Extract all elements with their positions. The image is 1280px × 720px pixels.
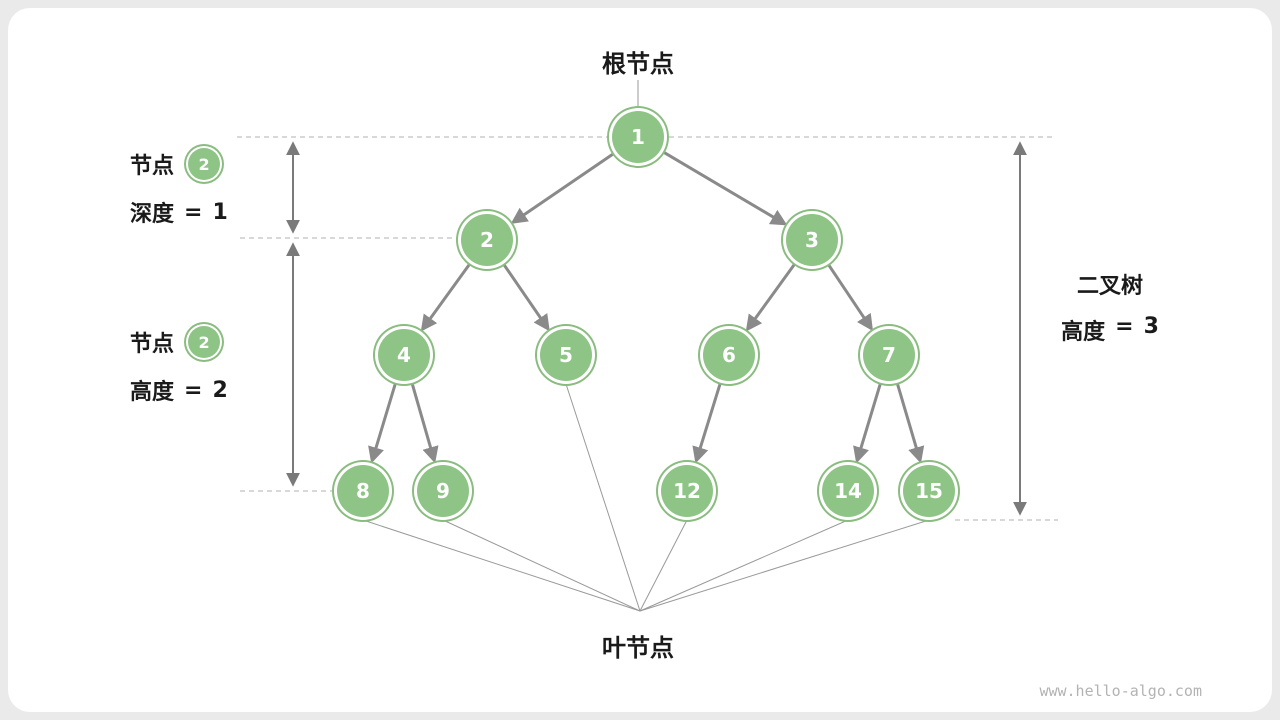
tree-node-15-label: 15 [915,479,943,503]
depth-annotation-badge-value: 2 [198,154,210,174]
height-annotation-label: 高度 [130,380,175,405]
height-annotation-equals: = [184,377,203,403]
tree-node-14-label: 14 [834,479,862,503]
height-annotation-prefix: 节点 [130,332,175,357]
tree-node-8: 8 [337,465,389,517]
tree-node-3-label: 3 [805,228,819,252]
tree-node-7-label: 7 [882,343,896,367]
tree-height-annotation-value: 3 [1143,314,1159,339]
tree-height-annotation: 二叉树 高度 = 3 [1040,268,1180,346]
tree-node-6-label: 6 [722,343,736,367]
height-annotation-node-badge: 2 [188,326,221,358]
tree-node-8-label: 8 [356,479,370,503]
depth-annotation-label: 深度 [130,202,175,227]
tree-node-6: 6 [703,329,755,381]
tree-node-5-label: 5 [559,343,573,367]
tree-node-9: 9 [417,465,469,517]
height-annotation-value: 2 [212,377,228,403]
tree-height-annotation-label: 高度 [1061,320,1106,345]
tree-node-1: 1 [612,111,664,163]
height-annotation-badge-value: 2 [198,332,210,352]
tree-height-annotation-title: 二叉树 [1076,274,1143,299]
tree-node-9-label: 9 [436,479,450,503]
depth-annotation: 节点 2 深度 = 1 [130,148,228,228]
tree-node-12-label: 12 [673,479,701,503]
depth-annotation-value: 1 [212,199,228,225]
tree-node-4-label: 4 [397,343,411,367]
tree-node-14: 14 [822,465,874,517]
tree-node-3: 3 [786,214,838,266]
depth-annotation-prefix: 节点 [130,154,175,179]
tree-node-2: 2 [461,214,513,266]
root-node-label: 根节点 [602,50,674,78]
tree-node-2-label: 2 [480,228,494,252]
tree-node-4: 4 [378,329,430,381]
tree-node-1-label: 1 [631,125,645,149]
depth-annotation-node-badge: 2 [188,148,221,180]
tree-node-7: 7 [863,329,915,381]
tree-node-5: 5 [540,329,592,381]
depth-annotation-equals: = [184,199,203,225]
watermark: www.hello-algo.com [1039,682,1202,700]
tree-height-annotation-equals: = [1115,314,1134,339]
tree-node-12: 12 [661,465,713,517]
tree-node-15: 15 [903,465,955,517]
height-annotation: 节点 2 高度 = 2 [130,326,228,406]
leaf-node-label: 叶节点 [602,634,674,662]
